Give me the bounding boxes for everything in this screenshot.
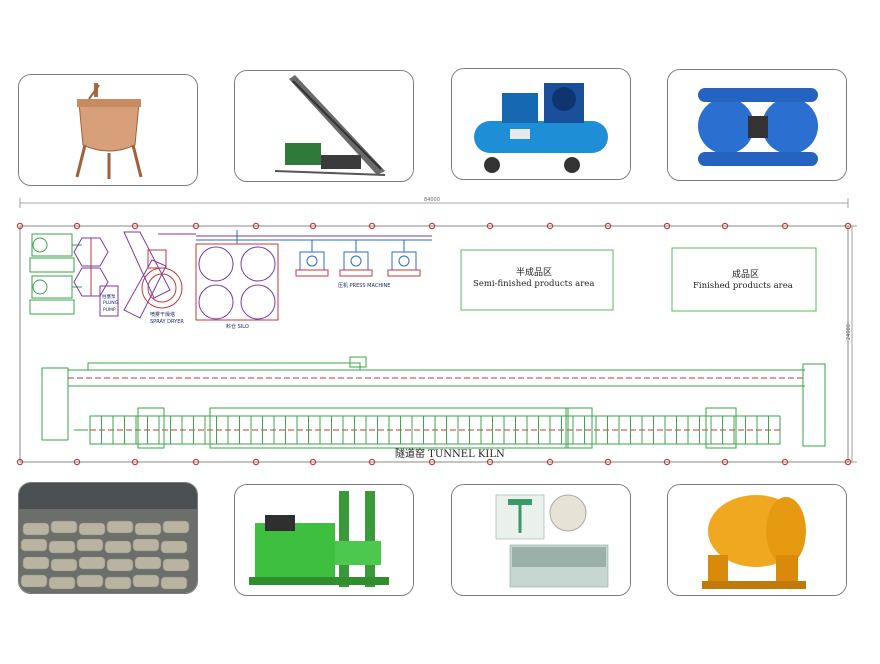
dimension-width-label: 84000 <box>424 197 440 203</box>
plunge-pump-label-cn: 柱塞泵 <box>102 295 116 300</box>
mixing-tank-photo <box>18 74 198 186</box>
plunger-pump-parts-photo <box>451 484 631 596</box>
dimension-height-label: 24000 <box>846 324 852 340</box>
hydraulic-press-photo <box>234 484 414 596</box>
belt-conveyor-photo <box>234 70 414 182</box>
tunnel-kiln-label: 隧道窑 TUNNEL KILN <box>395 449 505 460</box>
finished-area-box <box>671 247 817 312</box>
finished-area-label-en: Finished products area <box>693 281 793 291</box>
dimension-lines <box>19 198 857 463</box>
press-machines <box>196 235 432 277</box>
kiln-return-track <box>41 356 826 447</box>
semi-finished-area-label-cn: 半成品区 <box>516 268 553 278</box>
slurry-tanks <box>73 237 109 297</box>
diaphragm-pump-photo <box>667 69 847 181</box>
semi-finished-area-label-en: Semi-finished products area <box>473 279 595 289</box>
plunge-pump-label-en1: PLUNG <box>103 301 119 306</box>
plunge-pump-label-en2: PUMP <box>103 308 116 313</box>
spray-dryer-equipment <box>123 231 196 319</box>
silo-label: 料仓 SILO <box>226 324 249 330</box>
kiln-car-segments <box>89 415 781 445</box>
finished-area-label-cn: 成品区 <box>732 270 760 280</box>
semi-finished-area-box <box>460 249 614 311</box>
silo-equipment <box>195 230 279 321</box>
ball-mill-photo <box>667 484 847 596</box>
raw-material-bags-photo <box>18 482 198 594</box>
press-machine-label: 压机 PRESS MACHINE <box>338 283 391 289</box>
plunger-pump-equipment <box>29 233 119 317</box>
structural-columns <box>16 222 852 466</box>
air-compressor-photo <box>451 68 631 180</box>
kiln-car-segment <box>768 415 781 445</box>
spray-dryer-label-en: SPRAY DRYER <box>150 319 184 325</box>
spray-dryer-label-cn: 喷雾干燥塔 <box>150 312 176 318</box>
workshop-outline <box>19 225 849 463</box>
